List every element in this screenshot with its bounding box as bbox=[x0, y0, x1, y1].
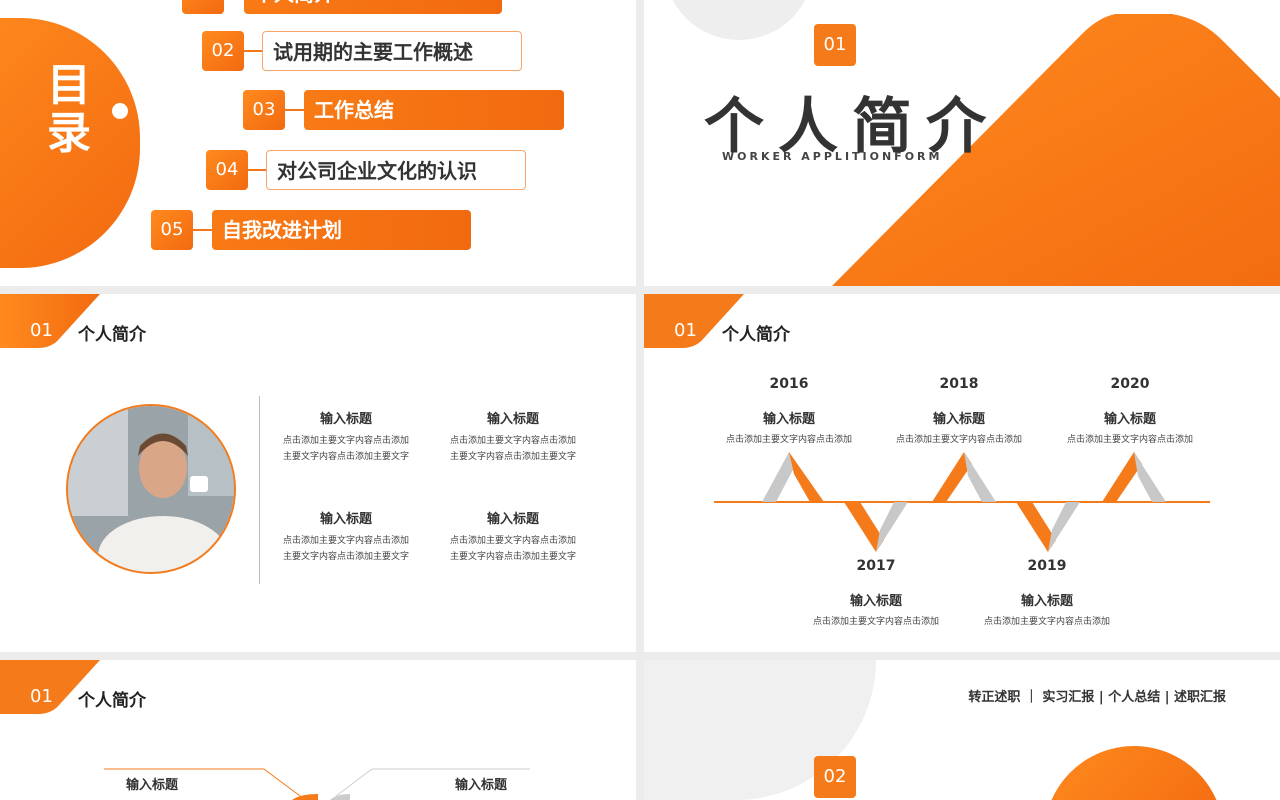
timeline-text-2019: 点击添加主要文字内容点击添加 bbox=[983, 617, 1110, 627]
timeline-text-2018: 点击添加主要文字内容点击添加 bbox=[895, 435, 1022, 445]
toc-item-4-label[interactable]: 对公司企业文化的认识 bbox=[266, 150, 526, 190]
info-block-line2: 主要文字内容点击添加主要文字 bbox=[449, 552, 576, 562]
timeline-title-2019: 输入标题 bbox=[1020, 594, 1073, 609]
slide-gap-1 bbox=[0, 286, 1280, 294]
info-block-title: 输入标题 bbox=[319, 412, 372, 427]
info-block-line1: 点击添加主要文字内容点击添加 bbox=[449, 436, 576, 446]
timeline-valley-2019 bbox=[1016, 502, 1056, 552]
timeline-text-2020: 点击添加主要文字内容点击添加 bbox=[1066, 435, 1193, 445]
header-section-num: 01 bbox=[674, 320, 697, 341]
slide-timeline[interactable]: 01 个人简介 2016 输入标题 点击添加主要文字内容点击添加 2018 输入… bbox=[644, 294, 1280, 652]
toc-title: 目录 bbox=[47, 60, 91, 159]
timeline-peak-2018 bbox=[932, 452, 972, 502]
timeline-year-2017: 2017 bbox=[856, 558, 896, 574]
timeline-year-2019: 2019 bbox=[1027, 558, 1067, 574]
info-block-line1: 点击添加主要文字内容点击添加 bbox=[282, 436, 409, 446]
timeline-year-2018: 2018 bbox=[939, 376, 979, 392]
timeline-title-2017: 输入标题 bbox=[849, 594, 902, 609]
toc-item-1-label[interactable]: 个人简介 bbox=[244, 0, 502, 14]
timeline-peak-2020-b bbox=[1134, 452, 1166, 502]
orange-shape bbox=[1044, 746, 1224, 800]
slide-gap-2 bbox=[0, 652, 1280, 660]
toc-item-3-label[interactable]: 工作总结 bbox=[304, 90, 564, 130]
toc-item-2-label[interactable]: 试用期的主要工作概述 bbox=[262, 31, 522, 71]
slide-section-cover[interactable]: 01 个人简介 WORKER APPLITIONFORM bbox=[644, 0, 1280, 286]
cover-section-num: 01 bbox=[814, 24, 856, 66]
cover-triangle-shape bbox=[832, 14, 1280, 286]
toc-item-5-line bbox=[193, 229, 213, 231]
detail-label-right: 输入标题 bbox=[455, 778, 508, 793]
header-title: 个人简介 bbox=[78, 691, 146, 711]
info-block-title: 输入标题 bbox=[319, 512, 372, 527]
header-section-num: 01 bbox=[30, 320, 53, 341]
toc-item-4-num: 04 bbox=[206, 150, 248, 190]
toc-item-2-line bbox=[244, 50, 264, 52]
slide-profile-detail[interactable]: 01 个人简介 输入标题 输入标题 bbox=[0, 660, 636, 800]
connector-graphic bbox=[104, 768, 530, 800]
divider-line bbox=[259, 396, 260, 584]
info-block-3: 输入标题 点击添加主要文字内容点击添加 主要文字内容点击添加主要文字 bbox=[276, 508, 416, 565]
toc-item-3-num: 03 bbox=[243, 90, 285, 130]
header-section-num: 01 bbox=[30, 686, 53, 707]
timeline-title-2018: 输入标题 bbox=[932, 412, 985, 427]
toc-dot bbox=[112, 103, 128, 119]
info-block-line1: 点击添加主要文字内容点击添加 bbox=[282, 536, 409, 546]
info-block-line2: 主要文字内容点击添加主要文字 bbox=[282, 552, 409, 562]
toc-item-1-num: 01 bbox=[182, 0, 224, 14]
timeline-year-2016: 2016 bbox=[769, 376, 809, 392]
toc-item-2-num: 02 bbox=[202, 31, 244, 71]
header-title: 个人简介 bbox=[78, 325, 146, 345]
slide-profile[interactable]: 01 个人简介 输入标题 点击添加主要文字内容点击添加 主要文字内容点击添加主要… bbox=[0, 294, 636, 652]
toc-item-4-line bbox=[248, 169, 268, 171]
detail-label-left: 输入标题 bbox=[126, 778, 179, 793]
header-tag-shape bbox=[0, 660, 100, 714]
slide-section-2-cover[interactable]: 转正述职 ｜ 实习汇报 | 个人总结 | 述职汇报 02 bbox=[644, 660, 1280, 800]
info-block-4: 输入标题 点击添加主要文字内容点击添加 主要文字内容点击添加主要文字 bbox=[443, 508, 583, 565]
info-block-1: 输入标题 点击添加主要文字内容点击添加 主要文字内容点击添加主要文字 bbox=[276, 408, 416, 465]
toc-item-3-line bbox=[285, 109, 305, 111]
timeline-title-2016: 输入标题 bbox=[762, 412, 815, 427]
header-tag-shape bbox=[644, 294, 744, 348]
header-tag-shape bbox=[0, 294, 100, 348]
timeline-text-2016: 点击添加主要文字内容点击添加 bbox=[725, 435, 852, 445]
slide-gap-vertical bbox=[636, 0, 644, 800]
info-block-line2: 主要文字内容点击添加主要文字 bbox=[282, 452, 409, 462]
info-block-line1: 点击添加主要文字内容点击添加 bbox=[449, 536, 576, 546]
info-block-title: 输入标题 bbox=[486, 412, 539, 427]
cover-gray-blob bbox=[664, 0, 814, 40]
cover-title: 个人简介 bbox=[704, 92, 1000, 162]
info-block-2: 输入标题 点击添加主要文字内容点击添加 主要文字内容点击添加主要文字 bbox=[443, 408, 583, 465]
header-title: 个人简介 bbox=[722, 325, 790, 345]
timeline-peak-2018-b bbox=[964, 452, 996, 502]
slide-table-of-contents[interactable]: 目录 01 个人简介 02 试用期的主要工作概述 03 工作总结 04 对公司企… bbox=[0, 0, 636, 286]
info-block-title: 输入标题 bbox=[486, 512, 539, 527]
profile-photo bbox=[66, 404, 236, 574]
timeline-peak-2020 bbox=[1102, 452, 1142, 502]
section-2-num: 02 bbox=[814, 756, 856, 798]
timeline-year-2020: 2020 bbox=[1110, 376, 1150, 392]
timeline-valley-2019-b bbox=[1048, 502, 1080, 552]
toc-item-5-num: 05 bbox=[151, 210, 193, 250]
timeline-valley-2017 bbox=[844, 502, 884, 552]
timeline-peak-2016 bbox=[762, 452, 796, 502]
timeline-title-2020: 输入标题 bbox=[1103, 412, 1156, 427]
timeline-text-2017: 点击添加主要文字内容点击添加 bbox=[812, 617, 939, 627]
info-block-line2: 主要文字内容点击添加主要文字 bbox=[449, 452, 576, 462]
top-menu-text: 转正述职 ｜ 实习汇报 | 个人总结 | 述职汇报 bbox=[968, 690, 1226, 705]
toc-item-5-label[interactable]: 自我改进计划 bbox=[212, 210, 471, 250]
cover-subtitle: WORKER APPLITIONFORM bbox=[722, 150, 943, 163]
timeline-graphic bbox=[714, 452, 1210, 552]
timeline-peak-2016-b bbox=[789, 452, 824, 502]
timeline-valley-2017-b bbox=[876, 502, 908, 552]
